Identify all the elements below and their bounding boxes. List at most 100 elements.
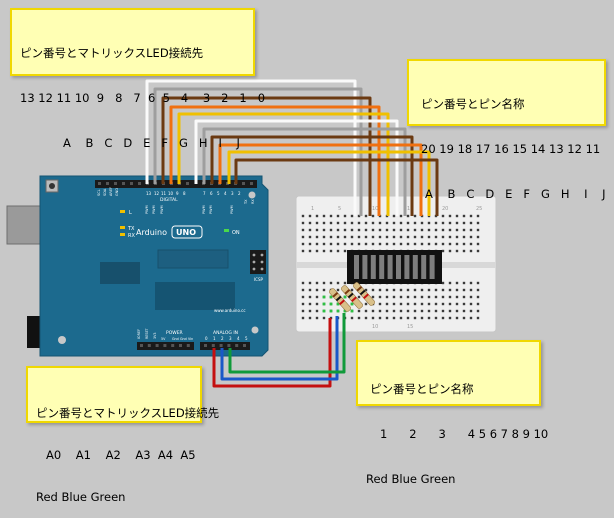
header-pin	[98, 182, 101, 185]
pin-label: 13	[146, 191, 152, 196]
breadboard-hole	[427, 316, 431, 320]
breadboard-hole	[448, 302, 452, 306]
model-label: UNO	[176, 228, 196, 237]
breadboard-hole	[413, 288, 417, 292]
breadboard-hole	[406, 221, 410, 225]
on-led	[224, 229, 229, 232]
wire-pin9	[177, 112, 390, 216]
breadboard-hole	[434, 235, 438, 239]
breadboard-hole	[441, 309, 445, 313]
breadboard-hole	[441, 316, 445, 320]
breadboard-hole	[476, 309, 480, 313]
breadboard-hole	[434, 288, 438, 292]
note-pin-numbers: 13 12 11 10 9 8 7 6 5 4 3 2 1 0	[20, 91, 266, 105]
breadboard-hole	[427, 242, 431, 246]
breadboard-hole	[336, 249, 340, 253]
breadboard-hole	[301, 214, 305, 218]
breadboard-hole	[315, 242, 319, 246]
breadboard-hole	[441, 281, 445, 285]
note-title: ピン番号とピン名称	[421, 97, 525, 111]
breadboard-hole	[448, 295, 452, 299]
breadboard-hole	[357, 242, 361, 246]
breadboard-hole	[308, 221, 312, 225]
breadboard-hole	[448, 316, 452, 320]
breadboard-col-number: 5	[338, 206, 341, 212]
breadboard-hole	[385, 288, 389, 292]
breadboard-hole	[406, 316, 410, 320]
breadboard-hole	[315, 288, 319, 292]
header-pin	[106, 182, 109, 185]
breadboard-hole	[469, 316, 473, 320]
led-segment	[370, 255, 376, 279]
mount-hole	[248, 191, 256, 199]
breadboard-hole	[301, 309, 305, 313]
led-segment	[396, 255, 401, 279]
pin-label: 2	[221, 336, 224, 341]
breadboard-hole	[406, 214, 410, 218]
breadboard-hole	[441, 221, 445, 225]
breadboard-hole	[399, 316, 403, 320]
breadboard-hole	[371, 221, 375, 225]
breadboard-col-number: 25	[476, 206, 482, 212]
breadboard-hole	[364, 228, 368, 232]
breadboard-hole	[315, 281, 319, 285]
header-pin	[204, 344, 207, 347]
breadboard-hole	[469, 295, 473, 299]
mount-hole	[58, 336, 66, 344]
breadboard-hole	[308, 249, 312, 253]
breadboard-hole	[448, 242, 452, 246]
breadboard-hole	[301, 228, 305, 232]
breadboard-hole	[343, 281, 347, 285]
breadboard-hole	[315, 228, 319, 232]
breadboard-hole	[315, 249, 319, 253]
breadboard-hole	[385, 242, 389, 246]
arduino-uno-board: DIGITAL SCL SDA AREF GND 13 12 11 10 9 8…	[6, 175, 269, 357]
digital-label: DIGITAL	[160, 197, 178, 203]
breadboard-hole	[476, 288, 480, 292]
breadboard-hole	[357, 316, 361, 320]
breadboard-hole	[308, 242, 312, 246]
breadboard-hole	[476, 235, 480, 239]
pin-label: Gnd	[180, 337, 187, 341]
breadboard-hole	[385, 235, 389, 239]
breadboard-hole	[343, 249, 347, 253]
pin-label: 7	[203, 191, 206, 196]
breadboard-hole	[462, 214, 466, 218]
breadboard-hole	[434, 242, 438, 246]
breadboard-hole	[469, 221, 473, 225]
analog-in-label: ANALOG IN	[213, 330, 238, 336]
wire-pin2	[234, 158, 439, 216]
breadboard-hole	[329, 242, 333, 246]
breadboard-col-number: 1	[311, 206, 314, 212]
breadboard-hole	[315, 235, 319, 239]
wire-pin7	[194, 119, 399, 216]
breadboard-hole	[413, 214, 417, 218]
breadboard-hole	[441, 235, 445, 239]
pin-label: 1	[213, 336, 216, 341]
breadboard-hole	[413, 302, 417, 306]
breadboard-col-number: 20	[442, 206, 448, 212]
breadboard-col-number: 15	[407, 324, 413, 330]
breadboard-hole	[476, 281, 480, 285]
note-analog-pin-to-led: ピン番号とマトリックスLED接続先 A0 A1 A2 A3 A4 A5 Red …	[26, 366, 219, 504]
breadboard-hole	[308, 316, 312, 320]
pin-label: RX	[251, 199, 255, 204]
breadboard-hole	[392, 316, 396, 320]
breadboard-hole	[357, 221, 361, 225]
breadboard-hole	[434, 316, 438, 320]
breadboard-hole-active	[350, 302, 354, 306]
breadboard-hole-active	[329, 295, 333, 299]
breadboard-hole	[392, 288, 396, 292]
breadboard-hole-active	[336, 309, 340, 313]
breadboard-hole	[357, 214, 361, 218]
note-title: ピン番号とマトリックスLED接続先	[20, 46, 204, 60]
digital-header	[95, 180, 257, 188]
circuit-diagram: 1 5 10 15 20 25 10 15	[6, 79, 497, 388]
breadboard-hole	[392, 221, 396, 225]
breadboard-hole	[476, 214, 480, 218]
resistors	[328, 282, 376, 312]
breadboard-hole	[434, 295, 438, 299]
pin-label: 4	[224, 191, 227, 196]
header-pin	[163, 344, 167, 347]
breadboard-hole	[385, 221, 389, 225]
